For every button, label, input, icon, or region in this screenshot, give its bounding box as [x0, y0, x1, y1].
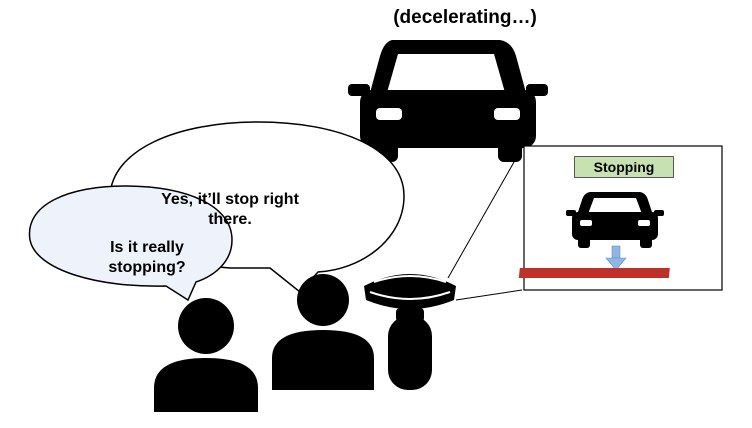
person-back-icon [272, 274, 374, 390]
car-front-small-icon [566, 192, 664, 248]
speech-back-text: Yes, it’ll stop right there. [161, 191, 299, 228]
speech-bubble-front [28, 185, 233, 302]
status-caption: (decelerating…) [393, 7, 537, 28]
stop-line [518, 268, 670, 278]
stop-arrow-icon [605, 245, 627, 271]
view-line-top [447, 147, 523, 279]
view-line-bottom [455, 289, 523, 301]
person-front-icon [154, 298, 258, 412]
ar-headset-icon [364, 274, 456, 390]
speech-front-text: Is it really stopping? [108, 239, 186, 276]
stopping-badge: Stopping [574, 156, 674, 178]
car-front-icon [348, 40, 548, 162]
